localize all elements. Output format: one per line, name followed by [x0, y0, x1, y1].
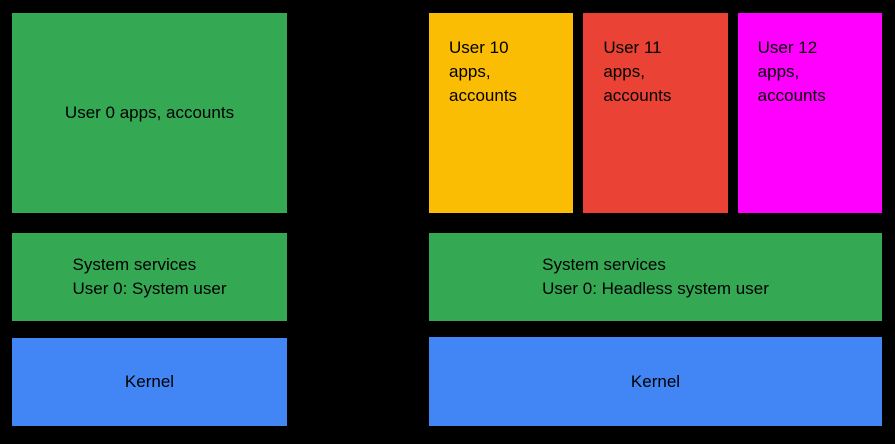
user11-apps-block: User 11 apps, accounts [583, 13, 728, 213]
secondary-users-row: User 10 apps, accounts User 11 apps, acc… [429, 13, 882, 213]
system-services-label-right: System services User 0: Headless system … [542, 255, 769, 298]
kernel-block-right: Kernel [429, 337, 882, 426]
user10-apps-block: User 10 apps, accounts [429, 13, 574, 213]
kernel-label-left: Kernel [124, 372, 175, 391]
system-services-block-left: System services User 0: System user [12, 233, 287, 321]
user0-apps-block: User 0 apps, accounts [12, 13, 287, 213]
kernel-block-left: Kernel [12, 338, 287, 426]
system-services-label-left: System services User 0: System user [72, 255, 227, 298]
system-services-block-right: System services User 0: Headless system … [429, 233, 882, 321]
kernel-label-right: Kernel [630, 371, 681, 391]
user12-apps-block: User 12 apps, accounts [737, 13, 882, 213]
user0-apps-label: User 0 apps, accounts [64, 103, 235, 122]
